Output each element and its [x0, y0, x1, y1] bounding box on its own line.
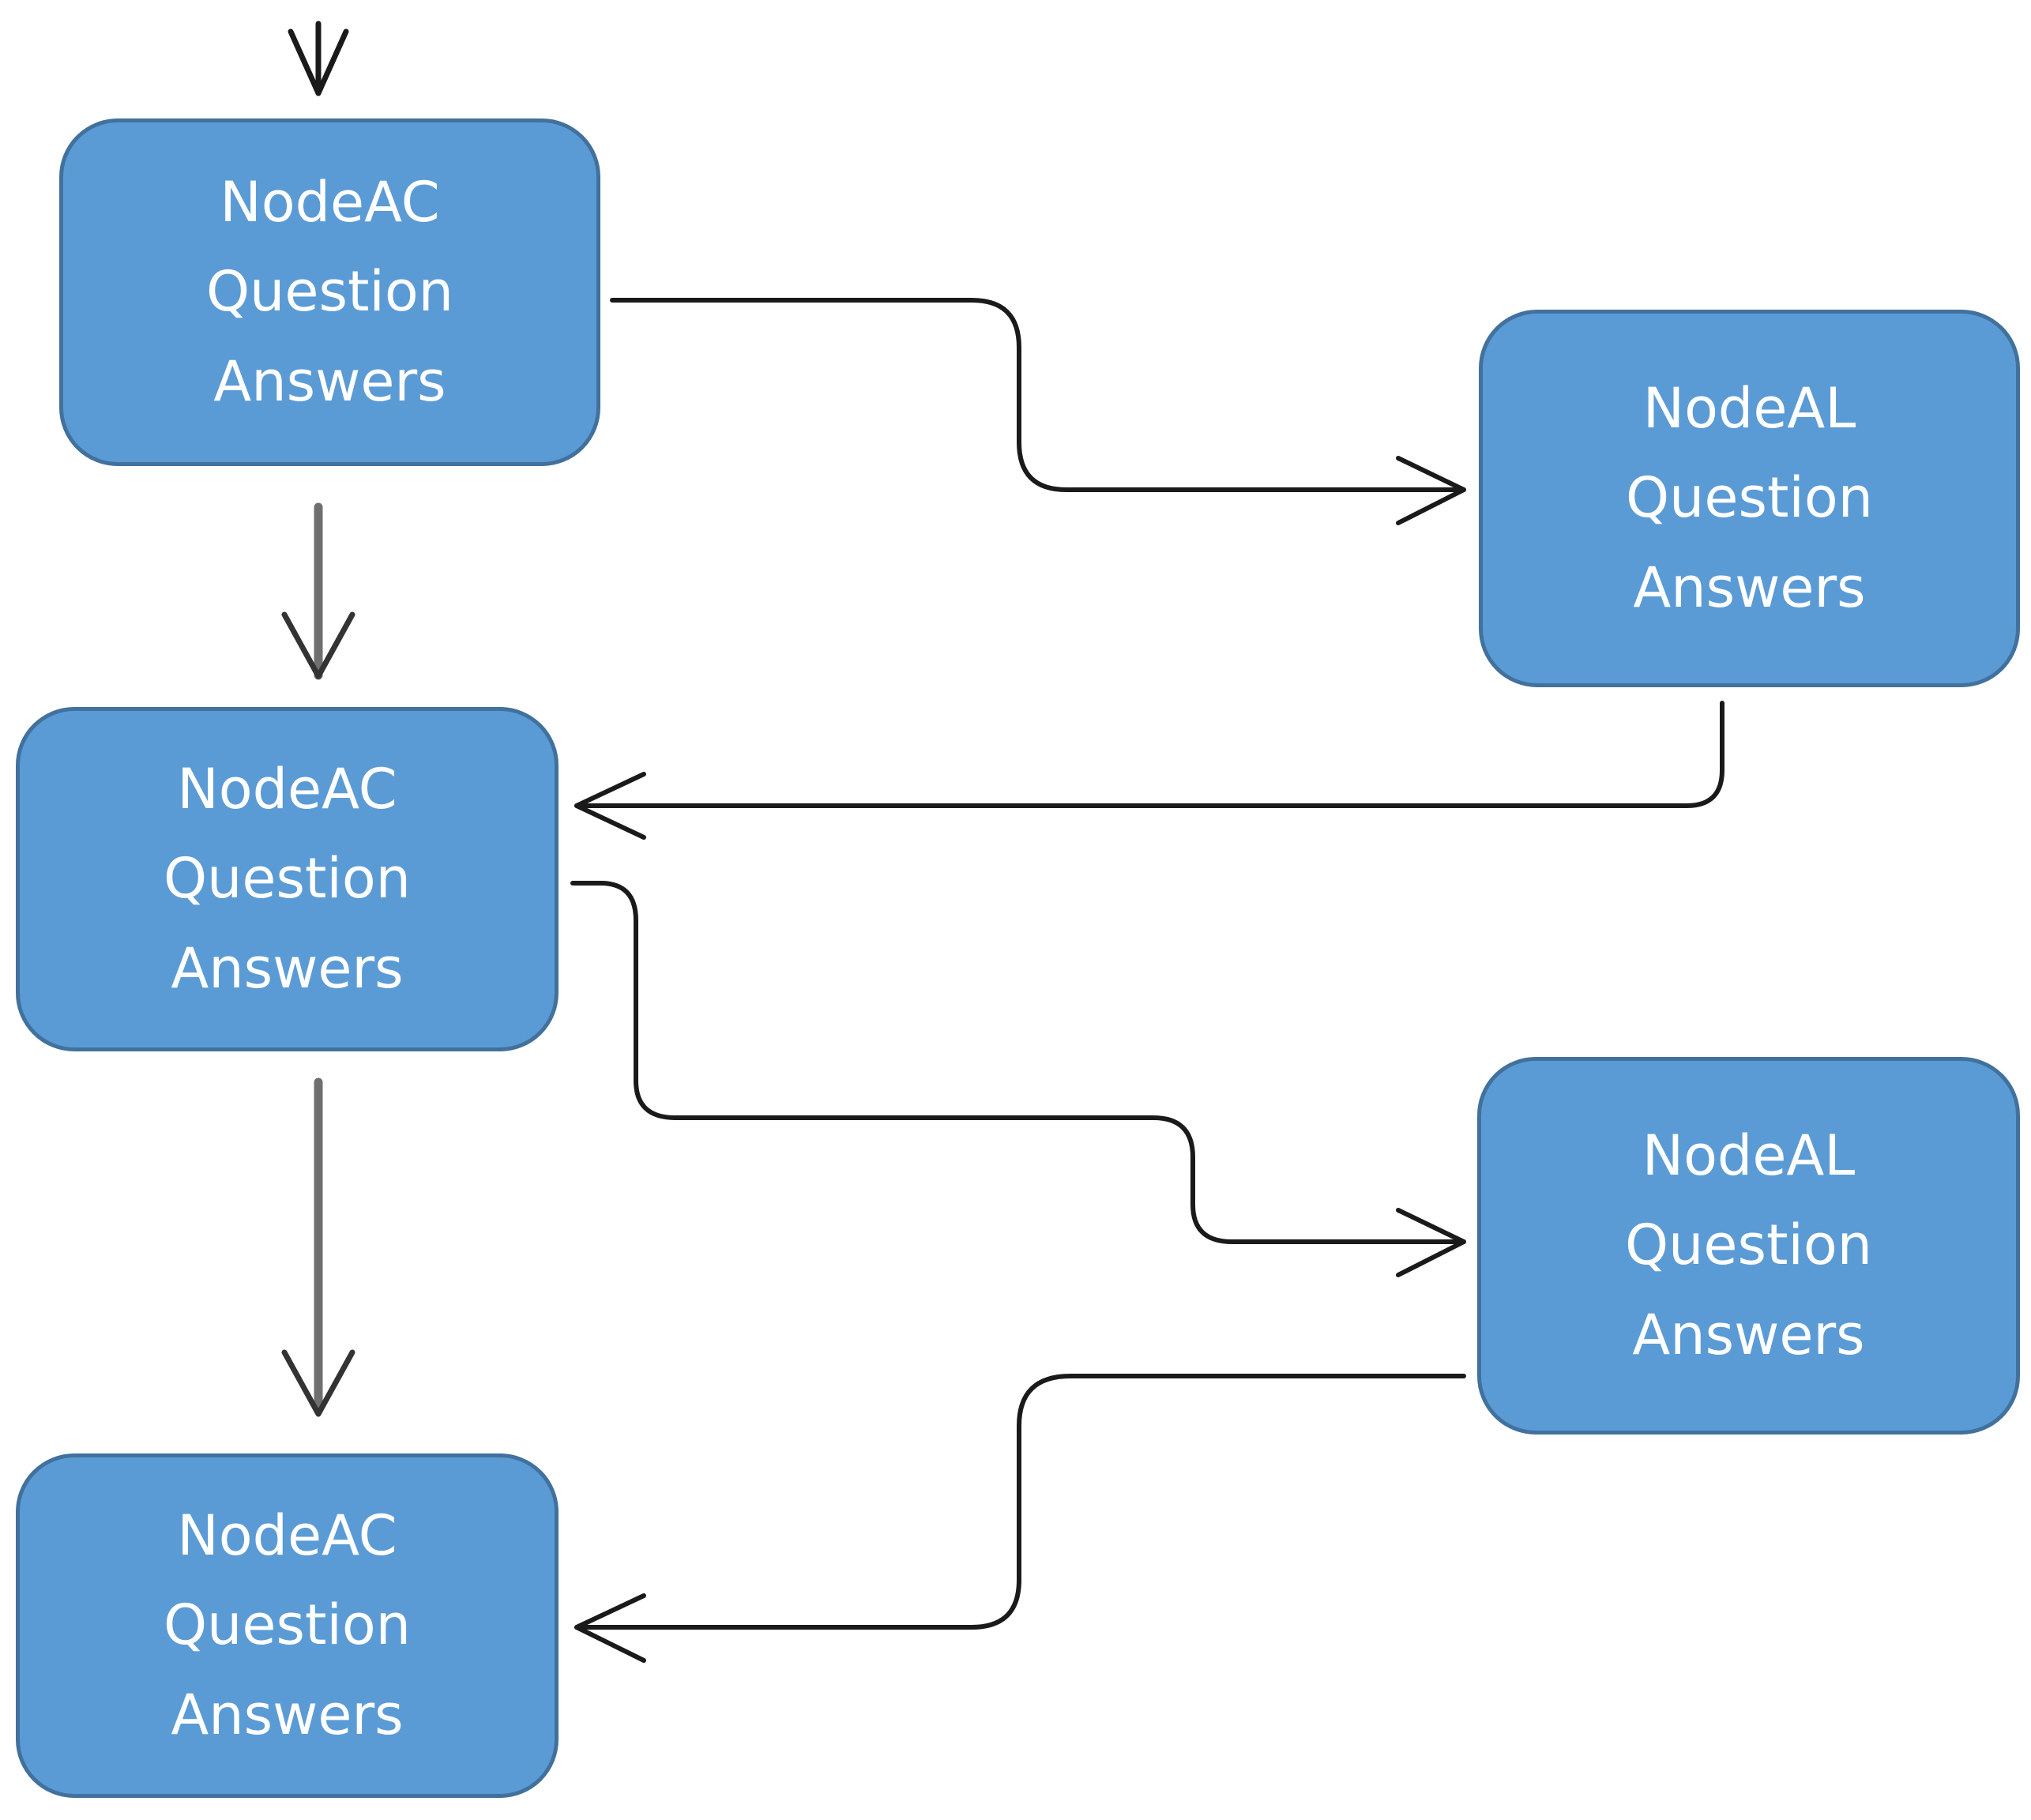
node-answers-label: Answers — [1632, 1302, 1865, 1367]
connector-node2-to-node3 — [574, 701, 1724, 840]
node-al-2: NodeAL Question Answers — [1477, 1057, 2020, 1435]
node-question-label: Question — [163, 846, 412, 912]
node-ac-2: NodeAC Question Answers — [16, 707, 559, 1051]
node-question-label: Question — [163, 1592, 412, 1658]
node-answers-label: Answers — [171, 1682, 404, 1747]
connector-node4-to-node5 — [574, 1374, 1466, 1663]
node-ac-1: NodeAC Question Answers — [59, 118, 600, 466]
node-title: NodeAL — [1642, 1122, 1856, 1188]
node-question-label: Question — [205, 259, 454, 325]
node-title: NodeAL — [1642, 375, 1856, 441]
node-answers-label: Answers — [213, 348, 446, 414]
connector-node1-to-node2 — [610, 298, 1466, 525]
connector-node3-to-node5 — [281, 1077, 355, 1417]
node-ac-3: NodeAC Question Answers — [16, 1453, 559, 1798]
node-al-1: NodeAL Question Answers — [1479, 310, 2020, 687]
node-title: NodeAC — [220, 169, 440, 235]
node-answers-label: Answers — [1633, 555, 1866, 620]
entry-arrow — [288, 21, 349, 96]
node-question-label: Question — [1624, 1213, 1873, 1278]
connector-node1-to-node3 — [281, 502, 355, 680]
node-question-label: Question — [1625, 465, 1874, 531]
node-title: NodeAC — [177, 756, 397, 822]
node-title: NodeAC — [177, 1502, 397, 1568]
node-answers-label: Answers — [171, 935, 404, 1001]
connector-node3-to-node4 — [570, 881, 1466, 1277]
